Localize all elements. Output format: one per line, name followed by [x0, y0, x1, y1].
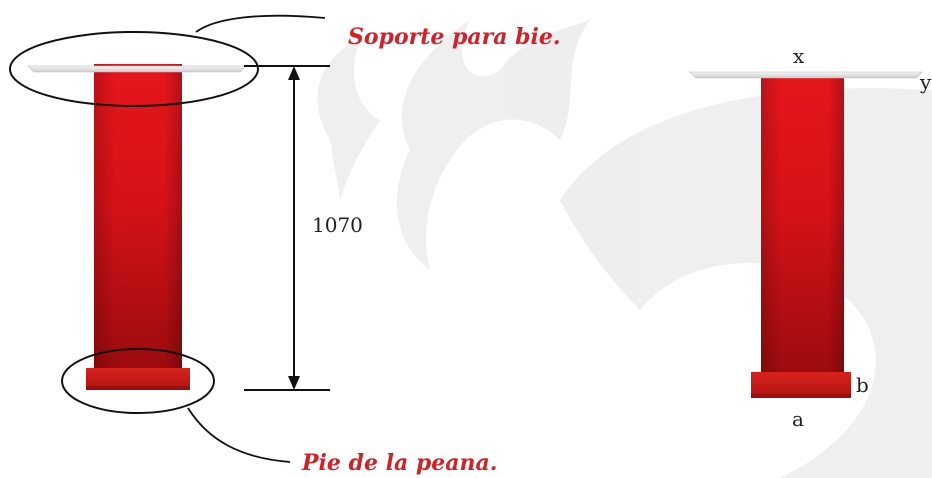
- left-base-plate: [86, 368, 190, 390]
- dimension-1070: [244, 65, 330, 391]
- left-post: [27, 64, 247, 390]
- dimension-arrow-bottom: [288, 376, 300, 390]
- bottom-callout-ellipse: [61, 348, 215, 414]
- axis-label-y: y: [920, 70, 932, 94]
- top-callout-ellipse: [9, 31, 259, 107]
- right-post: [689, 71, 923, 398]
- right-base-plate: [751, 372, 851, 398]
- right-top-plate: [689, 71, 923, 79]
- bottom-leader-line: [187, 407, 291, 463]
- dimension-value: 1070: [312, 213, 363, 237]
- axis-label-b: b: [856, 373, 869, 397]
- callout-base-label: Pie de la peana.: [302, 450, 498, 476]
- callout-support-label: Soporte para bie.: [348, 24, 561, 50]
- axis-label-a: a: [792, 407, 804, 431]
- top-leader-line: [195, 14, 326, 33]
- axis-label-x: x: [793, 44, 805, 68]
- left-top-plate: [27, 65, 247, 73]
- dimension-arrow-top: [288, 66, 300, 80]
